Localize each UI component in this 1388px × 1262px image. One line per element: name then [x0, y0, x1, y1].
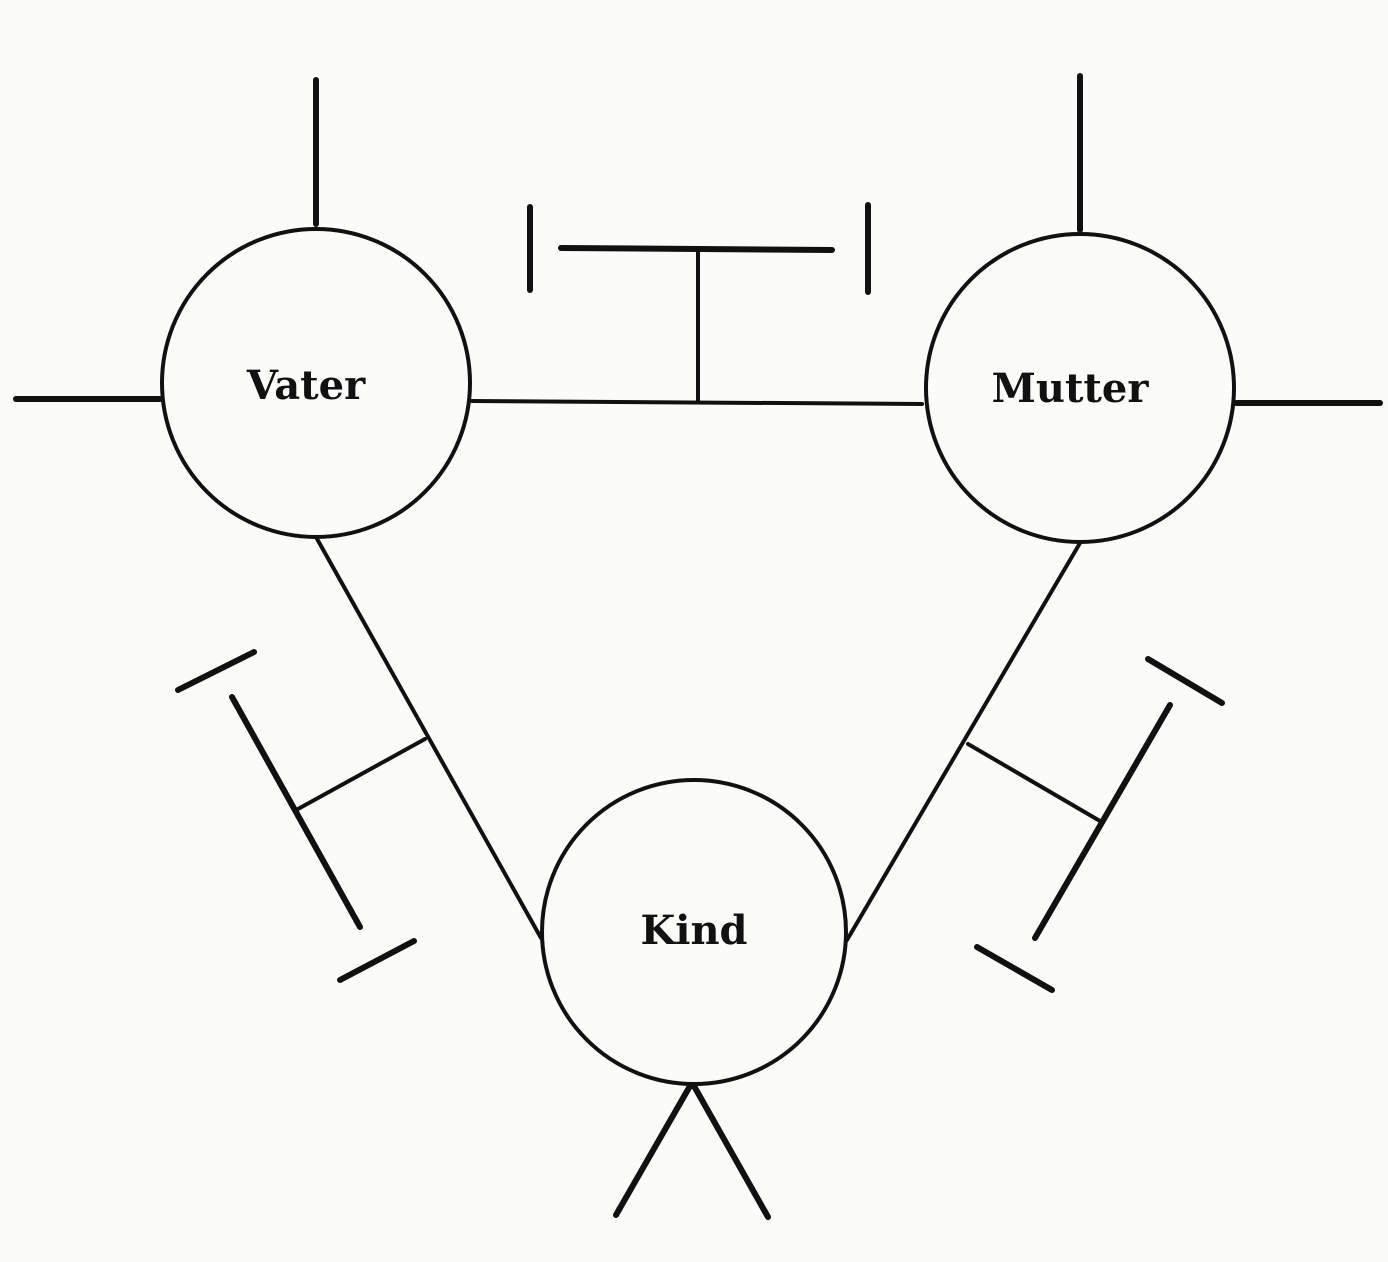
arrow-kind-down-right — [691, 1083, 771, 1220]
boundary-bar-left-bottom — [337, 938, 417, 983]
boundary-stem-right — [966, 742, 1102, 823]
label-vater: Vater — [246, 362, 366, 409]
boundary-bar-right-top — [1145, 656, 1225, 706]
edge-mutter-kind — [845, 541, 1082, 942]
boundary-bar-left-top — [175, 649, 257, 693]
label-kind: Kind — [640, 907, 747, 954]
boundary-arrow-left — [229, 694, 363, 930]
boundary-arrow-top — [558, 244, 835, 254]
edge-vater-kind — [314, 535, 543, 940]
arrow-kind-down-left — [613, 1083, 693, 1218]
label-mutter: Mutter — [992, 365, 1150, 412]
boundary-bar-right-bottom — [974, 944, 1055, 993]
boundary-arrow-right — [1032, 702, 1173, 941]
boundary-stem-left — [296, 737, 427, 811]
